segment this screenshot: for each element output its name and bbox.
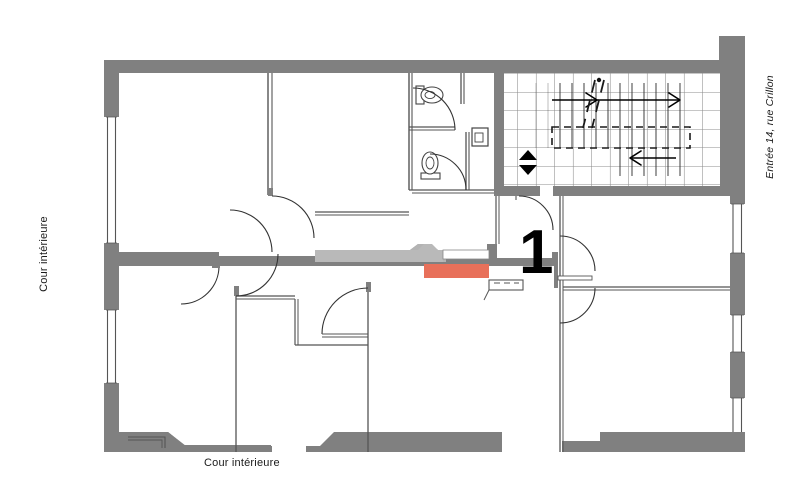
elevator-icon [519, 150, 537, 175]
kitchen-counter [483, 279, 524, 301]
lot-number: 1 [519, 218, 554, 287]
misc-outlines [119, 73, 409, 205]
sink-fixture [420, 151, 441, 180]
corridor-elements [315, 244, 524, 301]
stair-treads-lower [619, 148, 681, 176]
wall-mounted-unit [471, 127, 489, 147]
interior-partitions [128, 73, 730, 452]
stairwell-landing [504, 73, 720, 186]
wc-zone [408, 73, 494, 194]
window-left-lower [106, 309, 117, 384]
toilet-fixture [415, 85, 444, 105]
stair-break-line [582, 77, 605, 129]
stair-treads-upper [535, 83, 681, 148]
door-swings [180, 195, 596, 338]
window-left-upper [106, 116, 117, 244]
stair-arrow-down [629, 150, 676, 166]
highlighted-partition [424, 264, 489, 278]
label-courtyard-bottom: Cour intérieure [204, 457, 280, 469]
window-right-1 [731, 203, 744, 254]
label-entrance-street: Entrée 14, rue Crillon [764, 75, 776, 179]
label-courtyard-left: Cour intérieure [38, 216, 50, 292]
window-right-2 [731, 314, 744, 353]
